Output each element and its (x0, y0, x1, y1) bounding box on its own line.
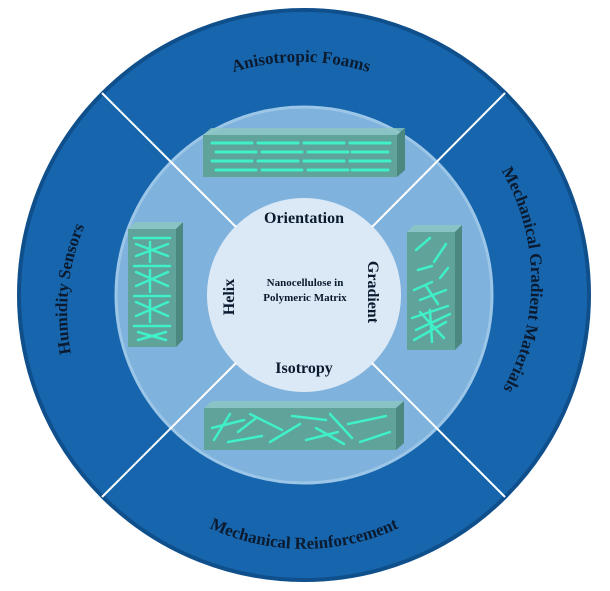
divider-bottom-left (101, 362, 237, 498)
inner-label-bottom: Isotropy (275, 360, 333, 377)
divider-top-left (101, 92, 237, 228)
helical-fibers-block-icon (128, 222, 183, 347)
divider-top-right (371, 92, 506, 228)
inner-label-top: Orientation (264, 210, 344, 227)
random-fibers-block-icon (204, 401, 404, 450)
core-circle (207, 198, 401, 392)
center-label-line1: Nanocellulose in (267, 277, 344, 289)
divider-bottom-right (371, 362, 506, 498)
inner-label-right: Gradient (364, 261, 381, 324)
center-label-line2: Polymeric Matrix (263, 292, 347, 304)
aligned-fibers-block-icon (203, 128, 405, 177)
inner-label-left: Helix (221, 279, 238, 315)
gradient-fibers-block-icon (407, 225, 462, 350)
